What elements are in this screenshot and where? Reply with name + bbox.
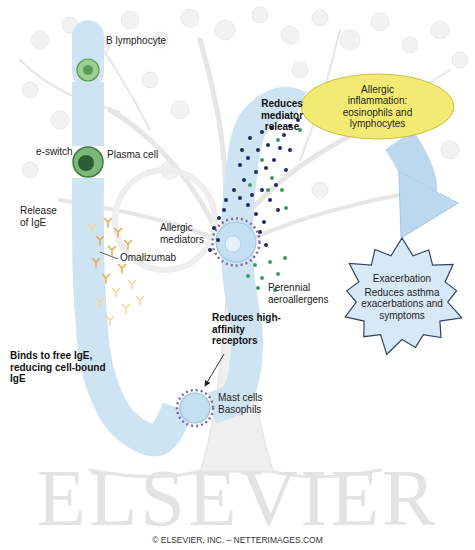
allergen-dots <box>246 128 302 292</box>
action-label: Binds to free IgE, reducing cell-bound I… <box>10 350 112 385</box>
starburst-shape <box>345 238 462 354</box>
node-outline <box>76 58 100 82</box>
degranulating-mast-cell <box>216 222 256 262</box>
band-connector <box>72 82 104 146</box>
cell-nucleus <box>225 236 241 252</box>
b-lymphocyte-cell: B lymphocyte <box>76 58 100 82</box>
node-text: Allergic inflammation: eosinophils and l… <box>338 84 418 130</box>
cell-nucleus <box>83 65 93 75</box>
mediator-dots <box>208 118 300 252</box>
band-connector <box>88 178 178 440</box>
ige-particles <box>93 219 132 284</box>
mast-cell: Mast cells Basophils <box>178 391 212 425</box>
big-arrow <box>399 140 420 236</box>
plasma-cell: Plasma cell <box>72 146 104 178</box>
ige-particles-faded <box>89 225 146 326</box>
node-text: Reduces asthma exacerbations and symptom… <box>359 287 445 322</box>
edge-label: e-switch <box>36 146 86 158</box>
leader-line <box>100 252 118 259</box>
receptor-ring <box>213 219 260 266</box>
node-text: Exacerbation <box>359 273 445 285</box>
tree-branch <box>20 60 120 112</box>
inflammation-ellipse: Allergic inflammation: eosinophils and l… <box>300 73 455 140</box>
node-text: B lymphocyte <box>106 35 186 47</box>
copyright-note: © ELSEVIER, INC. – NETTERIMAGES.COM <box>0 536 475 546</box>
cell-body <box>77 59 99 81</box>
action-label: Reduces mediator release <box>252 98 312 133</box>
node-outline <box>72 146 104 178</box>
cell-body <box>180 393 210 423</box>
part-label: Allergic mediators <box>160 222 212 245</box>
cell-nucleus <box>78 155 94 171</box>
seal-watermark <box>115 170 215 270</box>
band-connector <box>212 103 300 408</box>
drug-label: Omalizumab <box>120 252 190 264</box>
part-label: Perennial aeroallergens <box>268 282 338 305</box>
leader-arrow <box>205 354 224 386</box>
watermark: ELSEVIER <box>0 458 475 538</box>
note-label: Release of IgE <box>20 205 64 228</box>
exacerbation-starburst: ExacerbationReduces asthma exacerbations… <box>336 236 468 358</box>
node-text: Mast cells Basophils <box>218 392 276 415</box>
tree-branch <box>236 190 430 246</box>
ellipse-shape <box>301 74 454 139</box>
receptor-ring <box>177 390 213 426</box>
node-text: Plasma cell <box>107 149 187 161</box>
cell-body <box>73 147 103 177</box>
action-label: Reduces high-affinity receptors <box>212 312 284 347</box>
node-outline <box>178 391 212 425</box>
